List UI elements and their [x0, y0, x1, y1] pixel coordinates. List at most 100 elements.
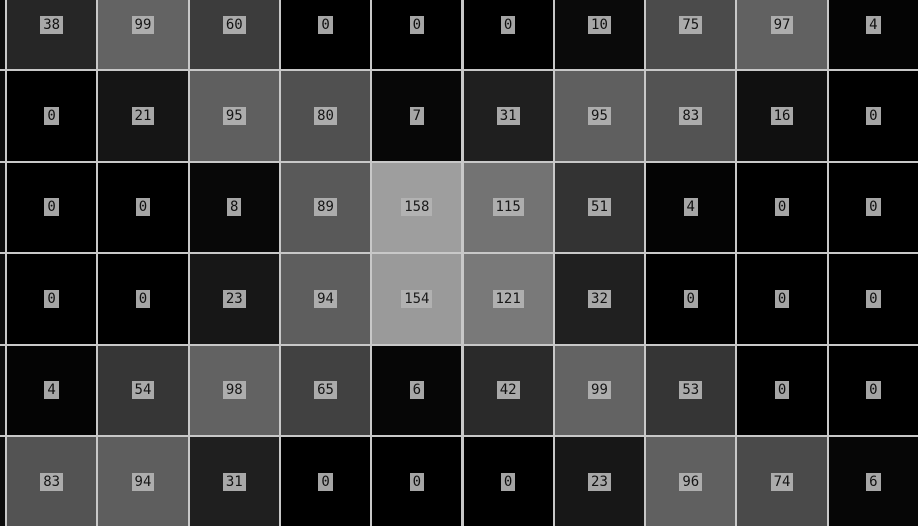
cell-value: 10	[588, 15, 611, 34]
grid-cell: 6	[828, 437, 918, 526]
cell-value: 0	[866, 289, 881, 308]
cell-value: 4	[683, 198, 698, 217]
grid-cell: 0	[7, 162, 97, 253]
cell-value: 94	[314, 289, 337, 308]
cell-value: 65	[314, 381, 337, 400]
cell-value: 4	[44, 381, 59, 400]
cell-value: 74	[770, 472, 794, 491]
grid-cell: 0	[463, 437, 553, 526]
cell-value: 121	[492, 289, 524, 308]
grid-cell: 94	[98, 437, 188, 526]
grid-cell: 158	[372, 162, 462, 253]
grid-cell: 10	[554, 0, 645, 70]
cell-value: 0	[318, 472, 333, 491]
grid-cell: 54	[98, 345, 188, 435]
cell-value: 16	[770, 107, 794, 126]
grid-cell: 16	[737, 71, 827, 161]
grid-cell-partial	[0, 254, 5, 344]
grid-cell: 0	[280, 437, 371, 526]
cell-value: 0	[774, 289, 790, 308]
cell-value: 0	[44, 107, 59, 126]
cell-value: 95	[588, 107, 611, 126]
grid-cell: 42	[463, 345, 553, 435]
grid-cell: 94	[280, 254, 371, 344]
grid-cell: 32	[554, 254, 645, 344]
grid-cell: 99	[554, 345, 645, 435]
grid-cell: 95	[554, 71, 645, 161]
cell-value: 0	[135, 289, 151, 308]
grid-cell: 0	[7, 71, 97, 161]
cell-value: 8	[227, 198, 242, 217]
grid-cell-partial	[0, 345, 5, 435]
grid-cell: 0	[7, 254, 97, 344]
cell-value: 0	[774, 381, 790, 400]
grid-cell-partial	[0, 162, 5, 253]
cell-value: 0	[500, 15, 516, 34]
cell-value: 21	[131, 107, 155, 126]
grid-cell-partial	[0, 0, 5, 70]
cell-value: 0	[774, 198, 790, 217]
grid-cell: 4	[7, 345, 97, 435]
cell-value: 115	[492, 198, 524, 217]
cell-value: 0	[866, 198, 881, 217]
cell-value: 0	[866, 381, 881, 400]
grid-cell-partial	[0, 437, 5, 526]
cell-value: 154	[401, 289, 433, 308]
grid-cell: 0	[372, 0, 462, 70]
grid-cell: 0	[737, 162, 827, 253]
grid-cell: 4	[828, 0, 918, 70]
cell-value: 158	[401, 198, 433, 217]
grid-cell: 8	[189, 162, 279, 253]
grid-cell: 0	[828, 345, 918, 435]
cell-value: 32	[588, 289, 611, 308]
grid-cell: 21	[98, 71, 188, 161]
grid-cell: 65	[280, 345, 371, 435]
cell-value: 0	[44, 198, 59, 217]
grid-cell: 60	[189, 0, 279, 70]
grid-cell: 0	[737, 345, 827, 435]
cell-value: 96	[679, 472, 703, 491]
cell-value: 99	[131, 15, 155, 34]
grid-cell: 0	[463, 0, 553, 70]
cell-value: 54	[131, 381, 155, 400]
cell-value: 83	[40, 472, 64, 491]
grid-cell: 0	[372, 437, 462, 526]
cell-value: 0	[44, 289, 59, 308]
grid-cell-partial	[0, 71, 5, 161]
grid-cell: 121	[463, 254, 553, 344]
cell-value: 98	[222, 381, 246, 400]
cell-value: 31	[222, 472, 246, 491]
grid-cell: 115	[463, 162, 553, 253]
grid-cell: 0	[280, 0, 371, 70]
cell-value: 89	[314, 198, 337, 217]
grid-cell: 83	[7, 437, 97, 526]
grid-cell: 98	[189, 345, 279, 435]
cell-value: 60	[222, 15, 246, 34]
grid-cell: 0	[98, 254, 188, 344]
cell-value: 42	[496, 381, 520, 400]
cell-value: 23	[222, 289, 246, 308]
cell-value: 83	[679, 107, 703, 126]
grid-cell: 75	[646, 0, 736, 70]
grid-cell: 0	[737, 254, 827, 344]
cell-value: 97	[770, 15, 794, 34]
cell-value: 0	[409, 15, 425, 34]
grid-cell: 53	[646, 345, 736, 435]
cell-value: 51	[588, 198, 611, 217]
cell-value: 23	[588, 472, 611, 491]
grid-cell: 80	[280, 71, 371, 161]
cell-value: 31	[496, 107, 520, 126]
grid-cell: 0	[828, 162, 918, 253]
grid-cell: 97	[737, 0, 827, 70]
cell-value: 7	[409, 107, 425, 126]
grid-cell: 38	[7, 0, 97, 70]
cell-value: 75	[679, 15, 703, 34]
cell-value: 38	[40, 15, 64, 34]
grid-cell: 95	[189, 71, 279, 161]
grid-cell: 89	[280, 162, 371, 253]
grid-cell: 0	[98, 162, 188, 253]
grid-cell: 0	[828, 254, 918, 344]
grid-cell: 4	[646, 162, 736, 253]
grid-cell: 99	[98, 0, 188, 70]
